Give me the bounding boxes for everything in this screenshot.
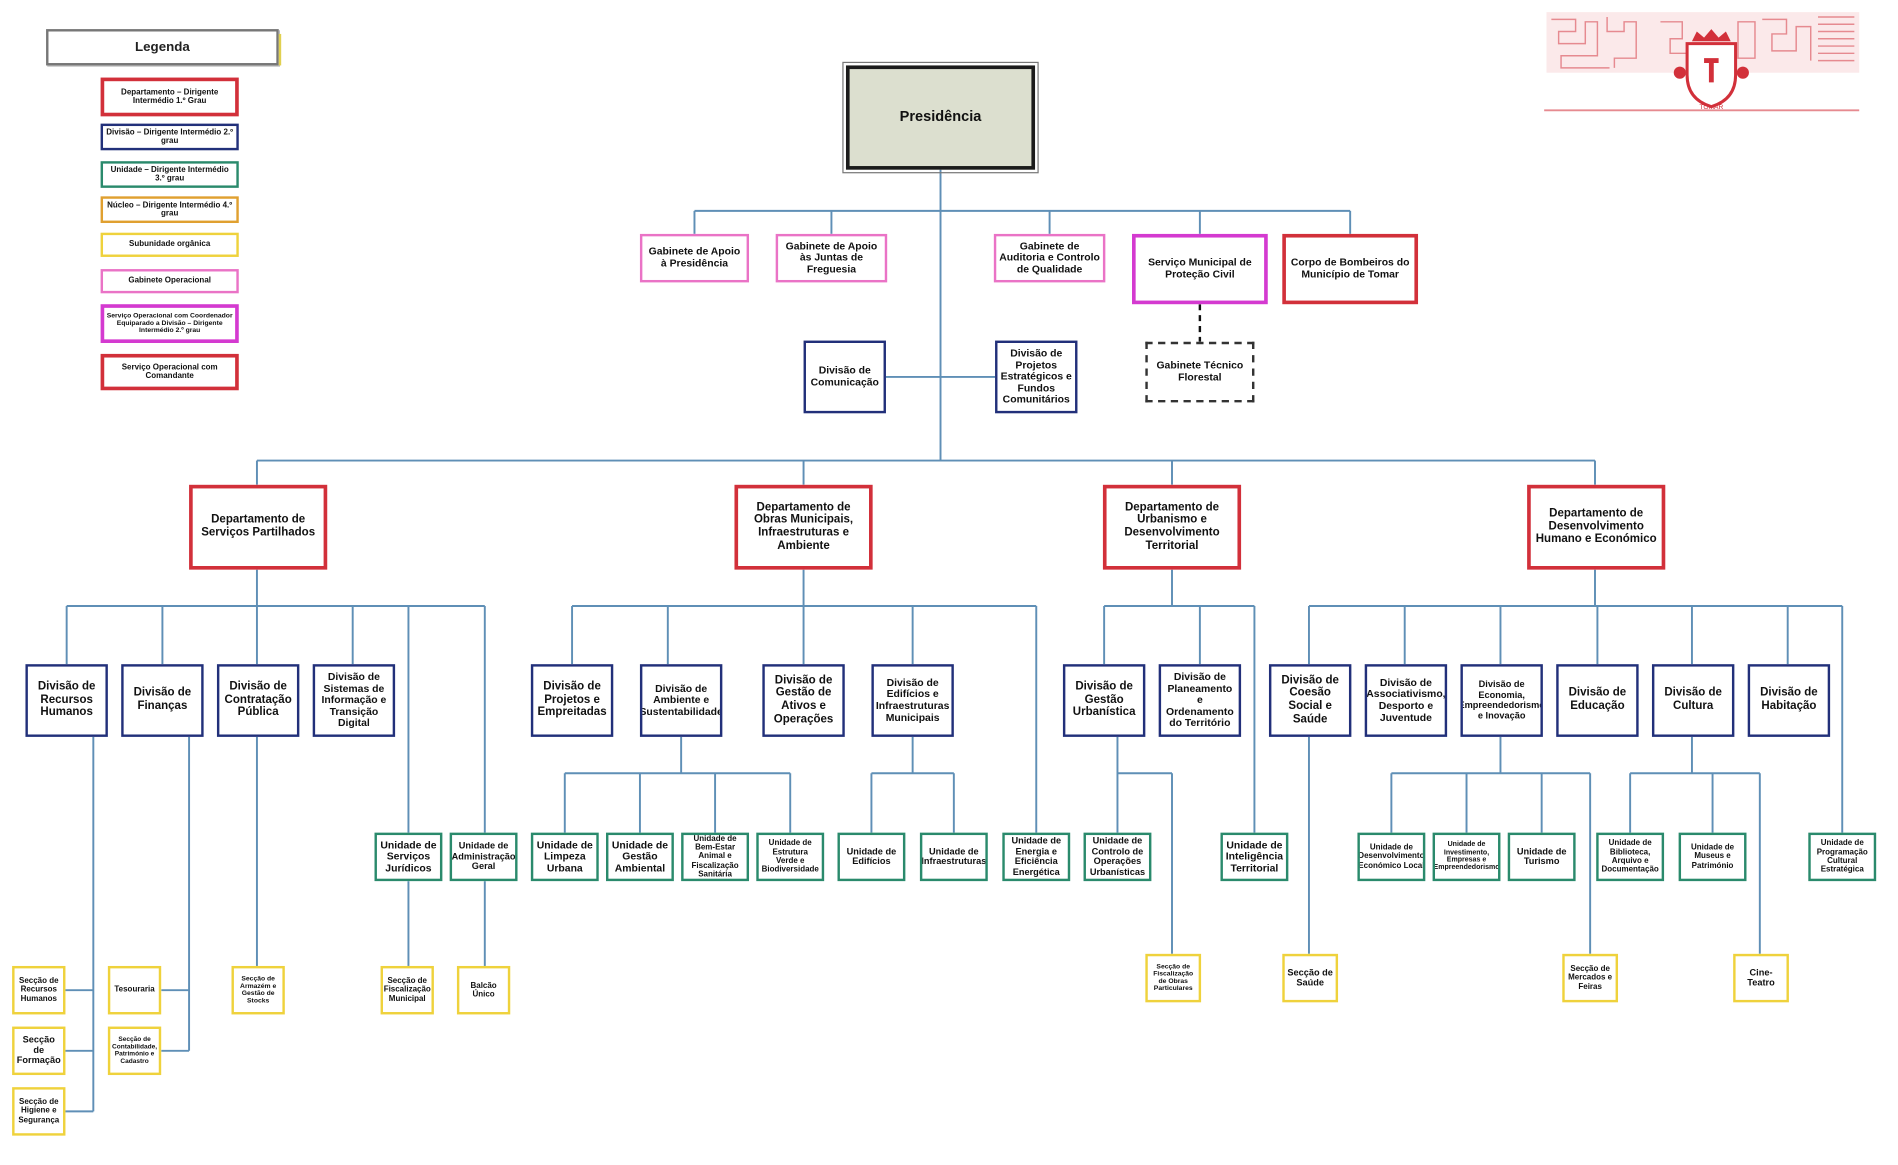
departamento-servicos-partilhados-box: Departamento de Serviços Partilhados <box>189 484 328 570</box>
logo-text: TOMAR <box>1699 104 1723 111</box>
balcao-unico-box: Balcão Único <box>456 965 511 1015</box>
legend-item-nucleo: Núcleo – Dirigente Intermédio 4.º grau <box>100 196 239 224</box>
seccao-saude-box: Secção de Saúde <box>1282 953 1339 1003</box>
unidade-estrutura-verde-box: Unidade de Estrutura Verde e Biodiversid… <box>756 832 825 882</box>
seccao-fiscalizacao-obras-box: Secção de Fiscalização de Obras Particul… <box>1145 953 1202 1003</box>
unidade-gestao-ambiental-box: Unidade de Gestão Ambiental <box>606 832 674 882</box>
departamento-desenvolvimento-box: Departamento de Desenvolvimento Humano e… <box>1527 484 1666 570</box>
divisao-ambiente-box: Divisão de Ambiente e Sustentabilidade <box>639 664 723 737</box>
divisao-educacao-box: Divisão de Educação <box>1556 664 1639 737</box>
unidade-energia-box: Unidade de Energia e Eficiência Energéti… <box>1002 832 1071 882</box>
gabinete-auditoria-box: Gabinete de Auditoria e Controlo de Qual… <box>993 233 1106 283</box>
gabinete-apoio-juntas-box: Gabinete de Apoio às Juntas de Freguesia <box>775 233 888 283</box>
legend-item-departamento: Departamento – Dirigente Intermédio 1.º … <box>100 77 239 117</box>
municipality-logo: TOMAR <box>1544 10 1864 117</box>
divisao-projetos-empreitadas-box: Divisão de Projetos e Empreitadas <box>530 664 614 737</box>
unidade-servicos-juridicos-box: Unidade de Serviços Jurídicos <box>374 832 443 882</box>
gabinete-tecnico-florestal-box: Gabinete Técnico Florestal <box>1145 341 1255 403</box>
legend-item-divisao: Divisão – Dirigente Intermédio 2.º grau <box>100 123 239 151</box>
legend-item-gabinete: Gabinete Operacional <box>100 269 239 294</box>
legend-item-unidade: Unidade – Dirigente Intermédio 3.º grau <box>100 161 239 188</box>
unidade-inteligencia-territorial-box: Unidade de Inteligência Territorial <box>1220 832 1289 882</box>
legend-item-servico-coordenador: Serviço Operacional com Coordenador Equi… <box>100 304 239 343</box>
unidade-museus-box: Unidade de Museus e Património <box>1678 832 1747 882</box>
legend-item-subunidade: Subunidade orgânica <box>100 232 239 257</box>
divisao-gestao-ativos-box: Divisão de Gestão de Ativos e Operações <box>762 664 845 737</box>
unidade-turismo-box: Unidade de Turismo <box>1507 832 1576 882</box>
unidade-controlo-operacoes-box: Unidade de Controlo de Operações Urbanís… <box>1083 832 1152 882</box>
unidade-biblioteca-box: Unidade de Biblioteca, Arquivo e Documen… <box>1596 832 1665 882</box>
legend-item-servico-comandante: Serviço Operacional com Comandante <box>100 353 239 391</box>
divisao-sistemas-informacao-box: Divisão de Sistemas de Informação e Tran… <box>312 664 396 737</box>
seccao-fiscalizacao-municipal-box: Secção de Fiscalização Municipal <box>380 965 434 1015</box>
unidade-limpeza-urbana-box: Unidade de Limpeza Urbana <box>530 832 599 882</box>
divisao-gestao-urbanistica-box: Divisão de Gestão Urbanística <box>1062 664 1146 737</box>
departamento-urbanismo-box: Departamento de Urbanismo e Desenvolvime… <box>1102 484 1242 570</box>
divisao-cultura-box: Divisão de Cultura <box>1651 664 1735 737</box>
unidade-programacao-cultural-box: Unidade de Programação Cultural Estratég… <box>1808 832 1877 882</box>
municipal-coat-of-arms-icon <box>1673 29 1749 109</box>
departamento-obras-box: Departamento de Obras Municipais, Infrae… <box>734 484 873 570</box>
seccao-higiene-seguranca-box: Secção de Higiene e Segurança <box>12 1087 66 1136</box>
divisao-projetos-estrategicos-box: Divisão de Projetos Estratégicos e Fundo… <box>995 340 1078 414</box>
divisao-recursos-humanos-box: Divisão de Recursos Humanos <box>25 664 108 737</box>
presidencia-box: Presidência <box>842 61 1039 174</box>
divisao-comunicacao-box: Divisão de Comunicação <box>803 340 886 414</box>
divisao-economia-box: Divisão de Economia, Empreendedorismo e … <box>1460 664 1543 737</box>
divisao-coesao-social-box: Divisão de Coesão Social e Saúde <box>1268 664 1352 737</box>
seccao-mercados-box: Secção de Mercados e Feiras <box>1562 953 1619 1003</box>
corpo-bombeiros-box: Corpo de Bombeiros do Município de Tomar <box>1282 233 1419 305</box>
divisao-financas-box: Divisão de Finanças <box>121 664 204 737</box>
divisao-habitacao-box: Divisão de Habitação <box>1747 664 1831 737</box>
gabinete-apoio-presidencia-box: Gabinete de Apoio à Presidência <box>639 233 750 283</box>
tesouraria-box: Tesouraria <box>107 965 162 1015</box>
unidade-desenvolvimento-economico-box: Unidade de Desenvolvimento Económico Loc… <box>1357 832 1426 882</box>
divisao-associativismo-box: Divisão de Associativismo, Desporto e Ju… <box>1364 664 1448 737</box>
unidade-edificios-box: Unidade de Edifícios <box>837 832 906 882</box>
unidade-infraestruturas-box: Unidade de Infraestruturas <box>919 832 988 882</box>
seccao-armazem-box: Secção de Armazém e Gestão de Stocks <box>231 965 285 1015</box>
unidade-investimento-box: Unidade de Investimento, Empresas e Empr… <box>1432 832 1501 882</box>
divisao-contratacao-box: Divisão de Contratação Pública <box>216 664 300 737</box>
legend-title: Legenda <box>46 29 282 66</box>
unidade-bem-estar-animal-box: Unidade de Bem-Estar Animal e Fiscalizaç… <box>681 832 750 882</box>
divisao-edificios-box: Divisão de Edifícios e Infraestruturas M… <box>871 664 954 737</box>
cine-teatro-box: Cine-Teatro <box>1733 953 1789 1003</box>
divisao-planeamento-box: Divisão de Planeamento e Ordenamento do … <box>1158 664 1242 737</box>
seccao-formacao-box: Secção de Formação <box>12 1026 66 1076</box>
unidade-administracao-geral-box: Unidade de Administração Geral <box>449 832 518 882</box>
seccao-recursos-humanos-box: Secção de Recursos Humanos <box>12 965 66 1015</box>
servico-protecao-civil-box: Serviço Municipal de Proteção Civil <box>1132 233 1268 305</box>
seccao-contabilidade-box: Secção de Contabilidade, Património e Ca… <box>107 1026 162 1076</box>
